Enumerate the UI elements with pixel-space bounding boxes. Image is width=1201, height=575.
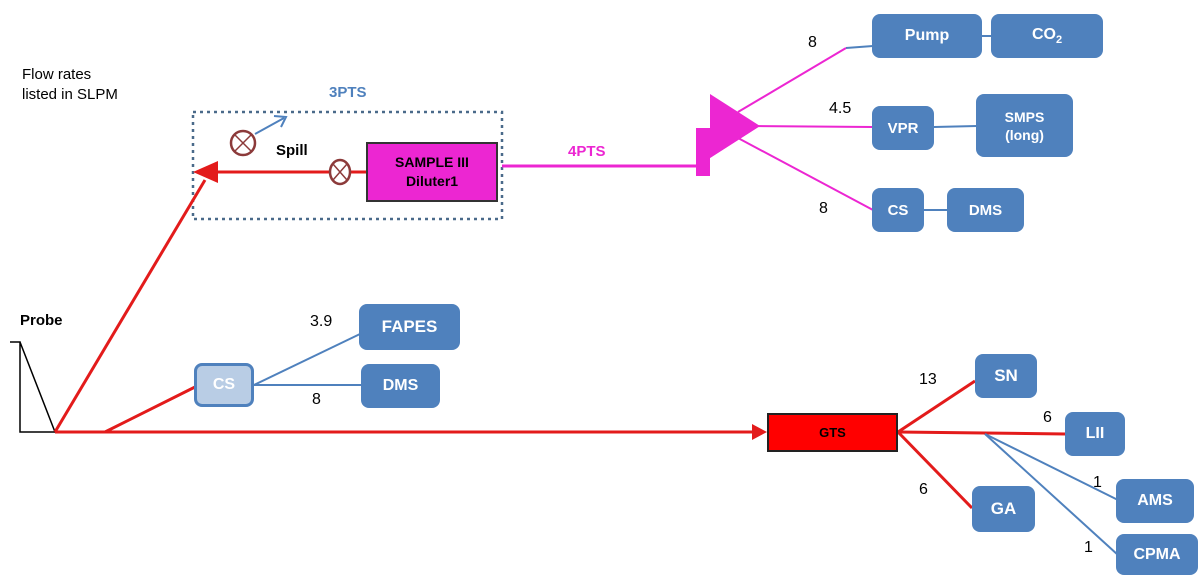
sample-valve-icon xyxy=(328,158,352,186)
pump-label: Pump xyxy=(904,27,950,44)
to-cpma-line xyxy=(984,433,1119,556)
vpr-box: VPR xyxy=(872,106,934,150)
sn-label: SN xyxy=(994,366,1018,385)
vpr-label: VPR xyxy=(887,119,919,137)
spill-arrow xyxy=(193,161,218,183)
to-vpr-line xyxy=(751,125,874,128)
rate-lii: 6 xyxy=(1043,409,1052,426)
probe-to-spill-line xyxy=(53,179,207,433)
pts4-manifold xyxy=(696,128,710,176)
sample-line1: SAMPLE III xyxy=(395,154,469,170)
lii-label: LII xyxy=(1085,425,1105,442)
rate-ga: 6 xyxy=(919,481,928,498)
to-pump-line xyxy=(737,47,847,113)
sample-diluter-box: SAMPLE III Diluter1 xyxy=(366,142,498,202)
rate-fapes: 3.9 xyxy=(310,313,333,330)
flow-rate-note-line2: listed in SLPM xyxy=(22,86,118,103)
sample-line2: Diluter1 xyxy=(405,173,459,189)
probe-to-cs-line xyxy=(104,385,196,434)
ams-box: AMS xyxy=(1116,479,1194,523)
rate-cs-top: 8 xyxy=(819,200,828,217)
gts-arrow xyxy=(752,424,767,440)
ga-label: GA xyxy=(990,499,1017,518)
cs-top-label: CS xyxy=(887,201,909,219)
vpr-smps-link xyxy=(933,125,978,128)
cs-to-fapes-line xyxy=(253,333,361,386)
lii-box: LII xyxy=(1065,412,1125,456)
fapes-label: FAPES xyxy=(381,317,438,336)
probe-shape xyxy=(10,341,57,433)
cs-top-box: CS xyxy=(872,188,924,232)
gts-to-lii-line xyxy=(897,430,1067,436)
dms-top-label: DMS xyxy=(968,201,1003,219)
gts-to-ga-line xyxy=(896,430,974,510)
spill-valve-icon xyxy=(229,129,257,157)
probe-label: Probe xyxy=(20,312,63,329)
rate-vpr: 4.5 xyxy=(829,100,852,117)
flow-rate-note-line1: Flow rates xyxy=(22,66,92,83)
rate-pump: 8 xyxy=(808,34,817,51)
rate-dms-bottom: 8 xyxy=(312,391,321,408)
dms-top-box: DMS xyxy=(947,188,1024,232)
gts-label: GTS xyxy=(819,425,846,440)
dms-bottom-box: DMS xyxy=(361,364,440,408)
co2-label: CO2 xyxy=(1031,25,1063,47)
to-cs-top-line xyxy=(737,137,874,211)
cpma-label: CPMA xyxy=(1133,545,1181,563)
sn-box: SN xyxy=(975,354,1037,398)
rate-ams: 1 xyxy=(1093,474,1102,491)
spill-out-line xyxy=(254,117,285,135)
pts3-label: 3PTS xyxy=(329,84,367,101)
ams-label: AMS xyxy=(1137,492,1173,509)
rate-cpma: 1 xyxy=(1084,539,1093,556)
gts-box: GTS xyxy=(767,413,898,452)
spill-out-arrowhead xyxy=(273,115,288,128)
smps-box: SMPS (long) xyxy=(976,94,1073,157)
dms-bottom-label: DMS xyxy=(382,377,419,394)
spill-label: Spill xyxy=(276,142,308,159)
ga-box: GA xyxy=(972,486,1035,532)
pts4-cone-lower xyxy=(710,94,760,158)
fapes-box: FAPES xyxy=(359,304,460,350)
cs-bottom-box: CS xyxy=(194,363,254,407)
pts3-box xyxy=(191,110,504,221)
pump-stub-line xyxy=(845,45,874,49)
rate-sn: 13 xyxy=(919,371,937,388)
cs-bottom-label: CS xyxy=(212,376,236,393)
cpma-box: CPMA xyxy=(1116,534,1198,575)
pump-box: Pump xyxy=(872,14,982,58)
to-ams-line xyxy=(984,433,1119,501)
co2-box: CO2 xyxy=(991,14,1103,58)
smps-line1: SMPS xyxy=(1004,108,1045,125)
pts4-label: 4PTS xyxy=(568,143,606,160)
smps-line2: (long) xyxy=(1005,126,1044,143)
gts-to-sn-line xyxy=(897,379,976,434)
